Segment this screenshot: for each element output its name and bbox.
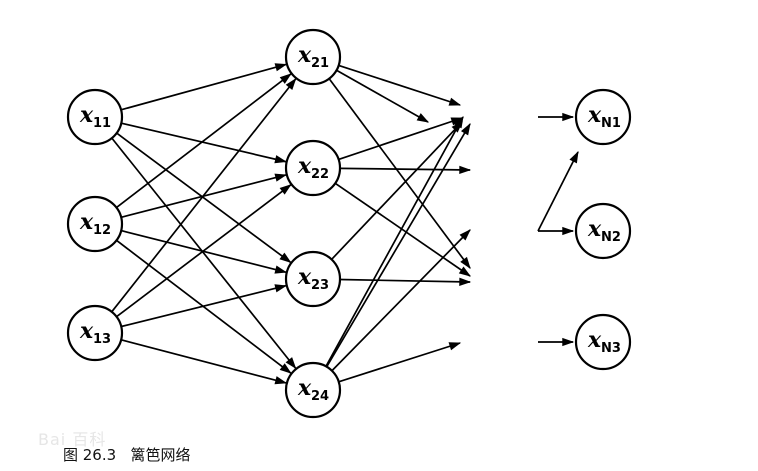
edge-x23-out-0 [330, 121, 463, 261]
node-label: x [79, 318, 94, 344]
node-label: x [297, 42, 312, 68]
edge-x12-x21 [115, 73, 292, 209]
node-subscript: N1 [601, 116, 621, 131]
edge-x24-out-2 [331, 229, 471, 372]
node-circle [574, 202, 632, 260]
node-subscript: N2 [601, 230, 621, 245]
edge-x24-out-0 [325, 115, 464, 367]
node-circle [284, 250, 342, 308]
node-subscript: 24 [311, 389, 329, 404]
edge-x23-out-1 [339, 277, 472, 286]
edge-x13-x22 [116, 184, 292, 318]
figure-caption: 图 26.3 篱笆网络 [63, 444, 191, 465]
node-circle [66, 304, 124, 362]
node-circle [284, 361, 342, 419]
edge-x13-x24 [120, 339, 288, 385]
edge-x24-out-3 [338, 342, 462, 383]
edge-x21-out-1 [336, 69, 430, 123]
node-subscript: N3 [601, 341, 621, 356]
caption-label: 图 26.3 [63, 446, 117, 464]
edge-x11-x23 [116, 132, 292, 264]
node-subscript: 13 [93, 332, 111, 347]
node-circle [284, 139, 342, 197]
node-label: x [79, 209, 94, 235]
node-label: x [587, 102, 602, 128]
node-subscript: 21 [311, 56, 329, 71]
caption-title: 篱笆网络 [130, 446, 191, 464]
edge-x22-out-2 [334, 182, 471, 277]
node-circle [66, 88, 124, 146]
edge-x22-out-0 [338, 117, 464, 161]
edges-group [111, 63, 579, 385]
node-circle [66, 195, 124, 253]
node-circle [574, 313, 632, 371]
edge-x22-out-1 [339, 165, 472, 175]
edge-x21-out-2 [328, 78, 471, 269]
node-subscript: 23 [311, 278, 329, 293]
node-label: x [587, 327, 602, 353]
edge-x21-out-0 [338, 64, 462, 106]
edge-x24-out-1 [325, 122, 471, 368]
node-subscript: 12 [93, 223, 111, 238]
node-label: x [297, 264, 312, 290]
edge-x13-x21 [111, 78, 297, 313]
edge-x11-x22 [121, 122, 287, 164]
node-circle [284, 28, 342, 86]
edge-x13-x23 [121, 284, 287, 328]
node-label: x [297, 153, 312, 179]
node-label: x [297, 375, 312, 401]
edge-in-xN1-from-below [537, 150, 579, 232]
node-label: x [79, 102, 94, 128]
node-label: x [587, 216, 602, 242]
node-subscript: 11 [93, 116, 111, 131]
node-circle [574, 88, 632, 146]
node-subscript: 22 [311, 167, 329, 182]
watermark: Bai 百科 [38, 430, 107, 449]
edge-x11-x21 [120, 63, 288, 111]
edge-x11-x24 [111, 137, 297, 370]
